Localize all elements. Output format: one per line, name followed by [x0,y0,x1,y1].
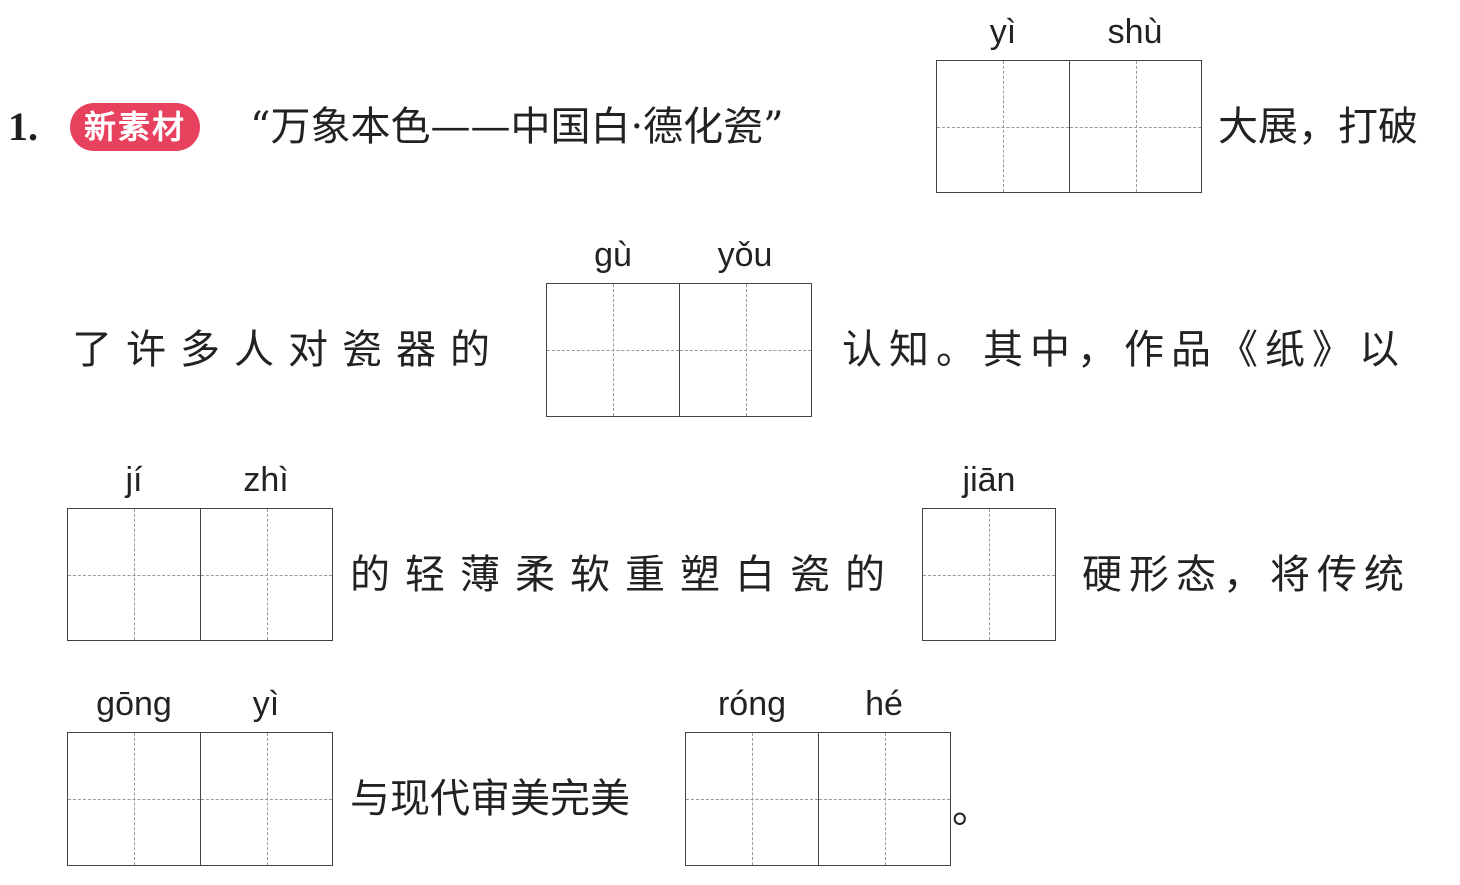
answer-cell[interactable] [679,284,811,416]
line4-text-b: 。 [952,786,992,832]
pinyin-gong: gōng [96,685,172,723]
answer-cell[interactable] [68,733,200,865]
pinyin-zhi: zhì [243,461,289,499]
pinyin-rong: róng [717,685,787,723]
pinyin-ji: jí [125,461,143,499]
answer-box-jian[interactable] [922,508,1056,641]
question-number: 1. [8,104,38,149]
answer-cell[interactable] [547,284,679,416]
answer-cell[interactable] [200,733,332,865]
line3-text-a: 的轻薄柔软重塑白瓷的 [350,552,900,598]
line2-text-b: 认知。其中，作品《纸》以 [842,327,1406,373]
pinyin-gu: gù [594,236,632,274]
answer-box-ronghe[interactable] [685,732,951,866]
line1-text-b: 大展，打破 [1218,104,1418,150]
answer-cell[interactable] [686,733,818,865]
answer-cell[interactable] [1069,61,1201,192]
line4-text-a: 与现代审美完美 [350,776,630,822]
pinyin-jian: jiān [962,461,1016,499]
answer-cell[interactable] [818,733,950,865]
pinyin-you: yǒu [717,236,773,274]
answer-cell[interactable] [200,509,332,640]
answer-cell[interactable] [68,509,200,640]
line3-text-b: 硬形态，将传统 [1082,552,1411,598]
new-material-badge: 新素材 [70,103,201,151]
line1-text-a: “万象本色——中国白·德化瓷” [250,104,784,150]
answer-box-guyou[interactable] [546,283,812,417]
answer-box-yishu[interactable] [936,60,1202,193]
pinyin-shu: shù [1107,13,1163,51]
answer-cell[interactable] [923,509,1055,640]
pinyin-he: hé [865,685,903,723]
pinyin-yi-2: yì [252,685,280,723]
answer-box-jizhi[interactable] [67,508,333,641]
answer-box-gongyi[interactable] [67,732,333,866]
line2-text-a: 了许多人对瓷器的 [72,327,504,373]
answer-cell[interactable] [937,61,1069,192]
pinyin-yi: yì [989,13,1017,51]
